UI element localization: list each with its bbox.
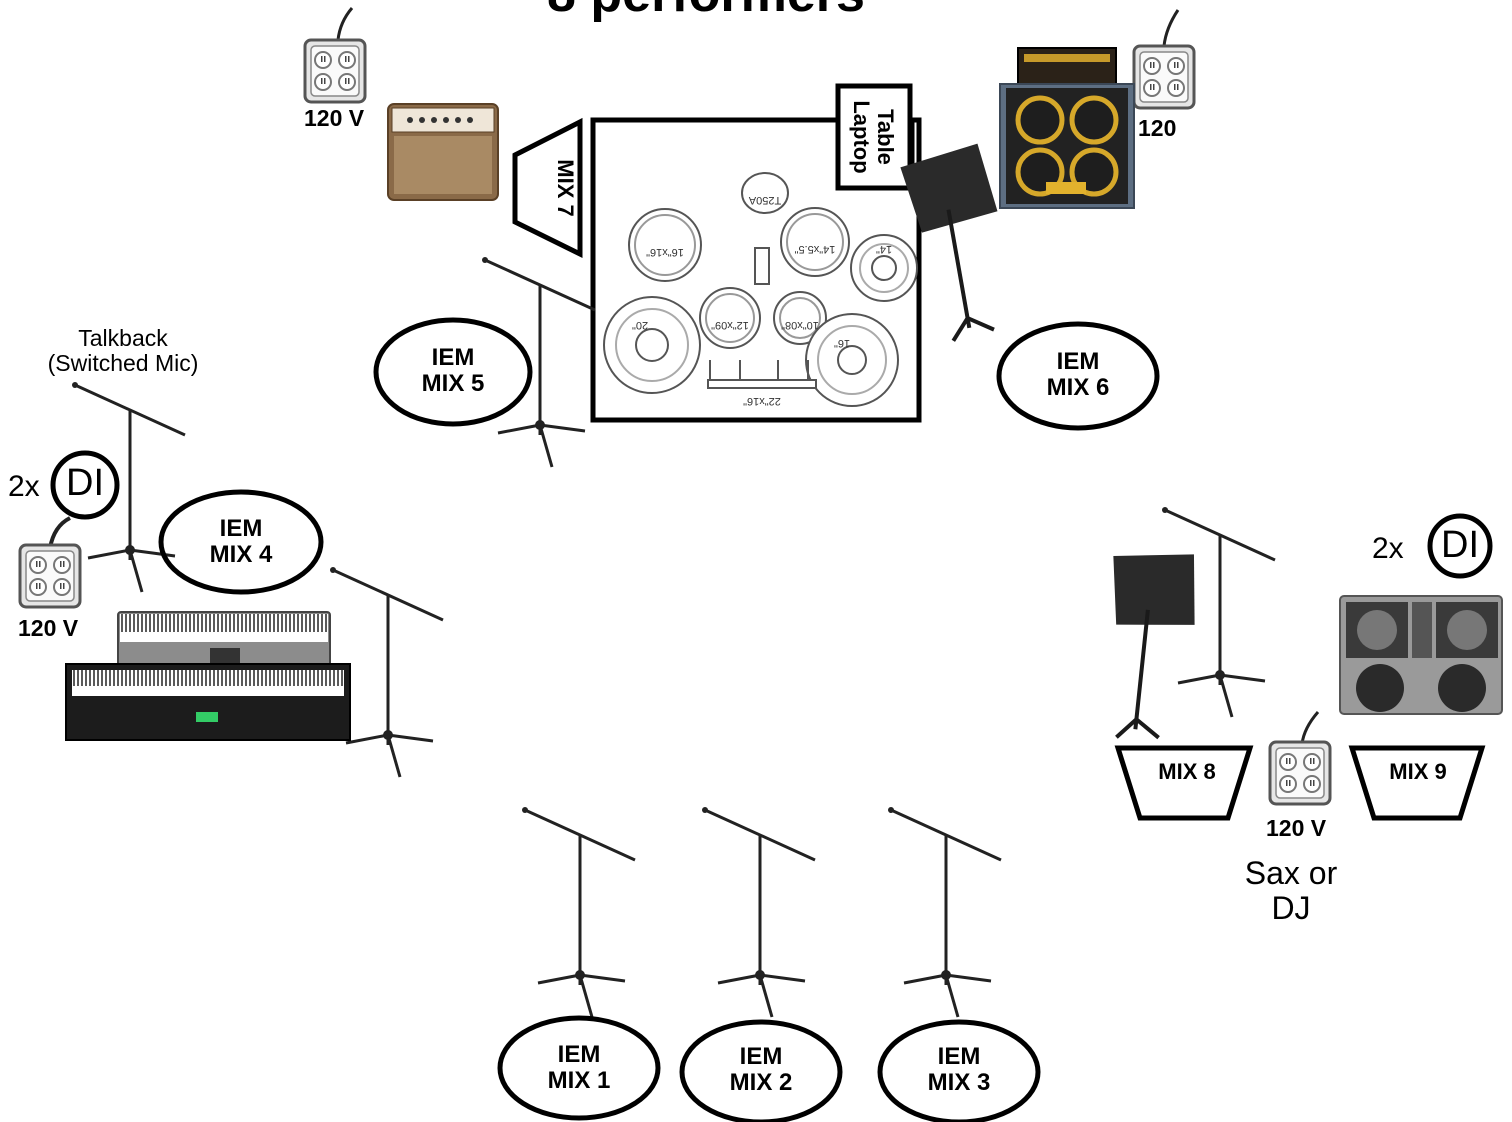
page-title: 8 performers [0, 0, 1412, 23]
iem-mix-5-label: IEM MIX 5 [421, 344, 485, 398]
iem-mix-3-label: IEM MIX 3 [927, 1043, 991, 1097]
power-outlet-top-left [303, 7, 367, 104]
iem-mix-1-outline [497, 1015, 661, 1121]
wedge-mix-8-label: MIX 8 [1158, 759, 1216, 784]
voltage-label-right: 120 V [1266, 815, 1327, 841]
mic-stand-front-3 [886, 805, 1003, 1019]
power-outlet-right [1268, 711, 1332, 806]
wedge-mix-9-label: MIX 9 [1389, 759, 1447, 784]
dj-setup [1339, 595, 1503, 715]
iem-mix-6-label: IEM MIX 6 [1046, 348, 1110, 402]
di-box-right [1427, 513, 1493, 579]
mic-stand-front-1 [520, 805, 637, 1019]
drum-ride-label: 20" [632, 319, 648, 331]
iem-mix-4-outline [158, 489, 324, 595]
di-label-left: DI [66, 462, 104, 504]
keyboard-keys [73, 614, 343, 686]
sax-dj-label: Sax or DJ [1244, 855, 1338, 927]
iem-mix-5-outline [373, 317, 533, 427]
guitar-amp [387, 103, 499, 201]
wedge-mix-7 [512, 117, 583, 259]
laptop-table [835, 83, 913, 191]
di-label-right: DI [1441, 524, 1479, 566]
drum-snare-label: 14"x5.5" [794, 243, 835, 255]
iem-mix-2-outline [679, 1019, 843, 1122]
power-outlet-left [18, 516, 82, 609]
keyboard-rig [65, 611, 351, 741]
drum-kit [603, 172, 918, 407]
power-outlet-top-right [1132, 9, 1196, 110]
di-count-left: 2x [8, 470, 40, 503]
di-count-right: 2x [1372, 532, 1404, 565]
drum-crash-label: 16" [834, 337, 850, 349]
bass-rig [999, 47, 1135, 209]
drum-throne-label: T250A [748, 194, 781, 206]
voltage-label-left: 120 V [18, 615, 79, 641]
drum-floor-tom-label: 16"x16" [646, 246, 684, 258]
iem-mix-2-label: IEM MIX 2 [729, 1043, 793, 1097]
voltage-label-top-left: 120 V [304, 105, 365, 131]
drum-tom1-label: 12"x09" [711, 319, 749, 331]
drum-kick-label: 22"x16" [743, 395, 781, 407]
mic-stand-front-2 [700, 805, 817, 1019]
wedge-mix-8 [1114, 745, 1254, 821]
voltage-label-top-right: 120 [1138, 115, 1177, 141]
iem-mix-1-label: IEM MIX 1 [547, 1041, 611, 1095]
drum-hihat-label: 14" [876, 243, 892, 255]
wedge-mix-7-label: MIX 7 [553, 159, 578, 216]
laptop-table-label-line1: Laptop [849, 100, 874, 173]
iem-mix-3-outline [877, 1019, 1041, 1122]
laptop-table-label-line2: Table [873, 109, 898, 165]
drum-tom2-label: 10"x08" [781, 319, 819, 331]
di-box-left [50, 450, 120, 520]
iem-mix-4-label: IEM MIX 4 [209, 515, 273, 569]
wedge-mix-9 [1348, 745, 1486, 821]
talkback-label: Talkback (Switched Mic) [47, 325, 199, 377]
iem-mix-6-outline [996, 321, 1160, 431]
music-stand-right [1092, 544, 1204, 747]
